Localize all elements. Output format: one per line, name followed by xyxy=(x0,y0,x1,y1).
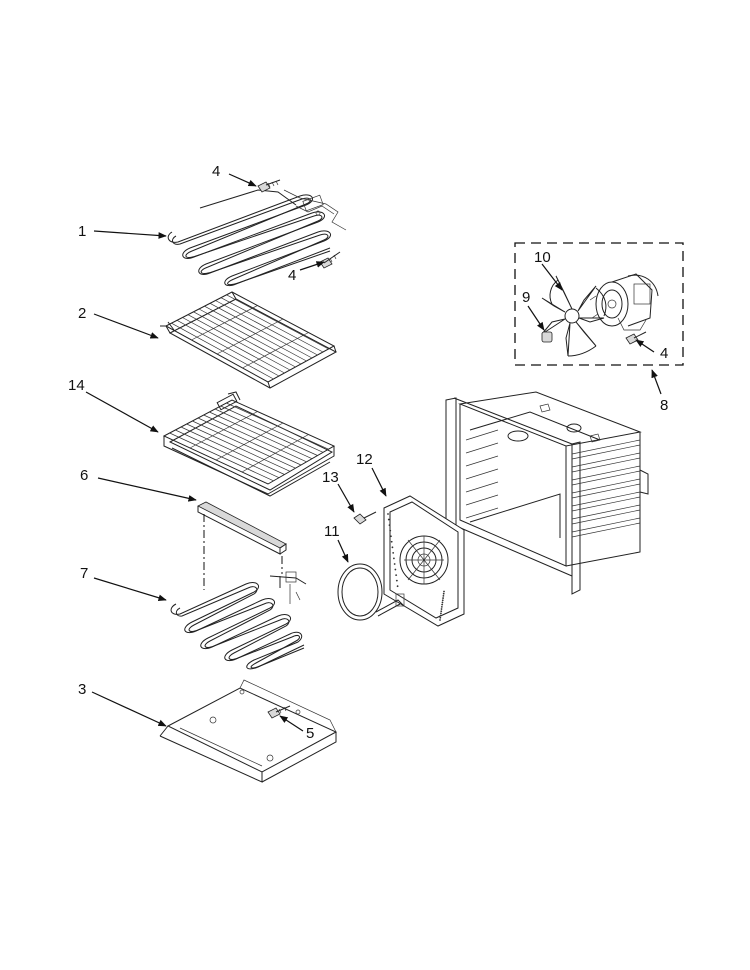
convection-fan-blade xyxy=(541,275,607,357)
callout-part-8: 8 xyxy=(660,397,669,414)
perforation-dot xyxy=(390,540,393,543)
oven-cavity xyxy=(445,391,649,595)
line-art-stroke xyxy=(241,434,309,473)
line-art-stroke xyxy=(189,411,258,449)
line-art-stroke xyxy=(571,470,641,486)
perforation-dot xyxy=(441,601,444,604)
callout-part-5: 5 xyxy=(306,725,315,742)
callout-part-6: 6 xyxy=(80,467,89,484)
line-art-stroke xyxy=(465,481,499,493)
screw-icon xyxy=(353,511,377,525)
convection-motor xyxy=(589,273,659,331)
oven-rack xyxy=(160,291,338,389)
perforation-dot xyxy=(439,614,442,617)
line-art-stroke xyxy=(571,522,641,538)
screw-icon xyxy=(267,705,291,719)
perforation-dot xyxy=(393,563,396,565)
perforation-dot xyxy=(439,619,441,621)
oven-bottom-cover xyxy=(159,679,338,783)
line-art-stroke xyxy=(215,422,284,461)
perforation-dot xyxy=(440,612,442,615)
line-art-stroke xyxy=(571,496,641,512)
callout-part-11: 11 xyxy=(324,523,340,540)
line-art-stroke xyxy=(242,332,309,369)
line-art-stroke xyxy=(465,455,499,467)
line-art-stroke xyxy=(465,442,499,454)
broil-element xyxy=(167,189,347,287)
perforation-dot xyxy=(395,579,398,582)
callout-part-3: 3 xyxy=(78,681,87,698)
perforation-dot xyxy=(389,529,392,532)
perforation-dot xyxy=(441,599,444,602)
perforation-dot xyxy=(387,513,389,515)
perforation-dot xyxy=(443,590,445,593)
gliding-oven-rack xyxy=(162,391,336,497)
perforation-dot xyxy=(440,610,443,613)
line-art-stroke xyxy=(571,452,641,468)
line-art-stroke xyxy=(465,507,499,519)
perforation-dot xyxy=(439,616,442,619)
callout-part-4-upper: 4 xyxy=(212,163,221,180)
screw-icon xyxy=(257,179,281,193)
callout-part-14: 14 xyxy=(68,377,85,394)
line-art-stroke xyxy=(571,478,641,494)
callout-part-7: 7 xyxy=(80,565,89,582)
perforation-dot xyxy=(387,518,390,521)
callout-part-4-kit: 4 xyxy=(660,345,669,362)
convection-fan-cover xyxy=(383,495,465,627)
perforation-dot xyxy=(396,585,399,588)
line-art-stroke xyxy=(571,465,641,481)
perforation-dot xyxy=(390,535,392,538)
line-art-stroke xyxy=(571,439,641,455)
perforation-dot xyxy=(394,568,397,571)
perforation-dot xyxy=(442,594,445,597)
perforation-dot xyxy=(442,592,445,595)
callout-part-4-lower: 4 xyxy=(288,267,297,284)
callout-part-9: 9 xyxy=(522,289,531,306)
line-art-stroke xyxy=(571,444,641,460)
line-art-stroke xyxy=(191,305,258,341)
callout-part-13: 13 xyxy=(322,469,339,486)
perforation-dot xyxy=(395,574,398,576)
perforation-dot xyxy=(440,608,443,610)
bake-element xyxy=(170,571,307,670)
line-art-stroke xyxy=(571,517,641,533)
line-art-stroke xyxy=(465,429,499,441)
perforation-dot xyxy=(442,597,444,599)
line-art-stroke xyxy=(216,318,284,355)
perforation-dot xyxy=(392,551,395,554)
callout-part-10: 10 xyxy=(534,249,551,266)
convection-element xyxy=(337,563,405,621)
callout-part-12: 12 xyxy=(356,451,373,468)
perforation-dot xyxy=(440,605,443,608)
line-art-stroke xyxy=(571,504,641,520)
perforation-dot xyxy=(391,546,394,549)
line-art-stroke xyxy=(571,483,641,499)
fan-nut xyxy=(541,331,553,343)
perforation-dot xyxy=(388,524,391,527)
line-art-stroke xyxy=(465,468,499,480)
callout-part-1: 1 xyxy=(78,223,87,240)
screw-icon xyxy=(319,251,341,269)
line-art-stroke xyxy=(465,494,499,506)
bake-element-cover-strip xyxy=(197,501,287,590)
line-art-stroke xyxy=(571,509,641,525)
perforation-dot xyxy=(441,603,444,606)
leader-lines xyxy=(85,173,662,732)
callout-part-2: 2 xyxy=(78,305,87,322)
line-art-stroke xyxy=(571,491,641,507)
line-art-stroke xyxy=(571,457,641,473)
convection-motor-kit-box xyxy=(514,242,684,366)
screw-icon xyxy=(625,331,647,345)
perforation-dot xyxy=(393,557,395,560)
